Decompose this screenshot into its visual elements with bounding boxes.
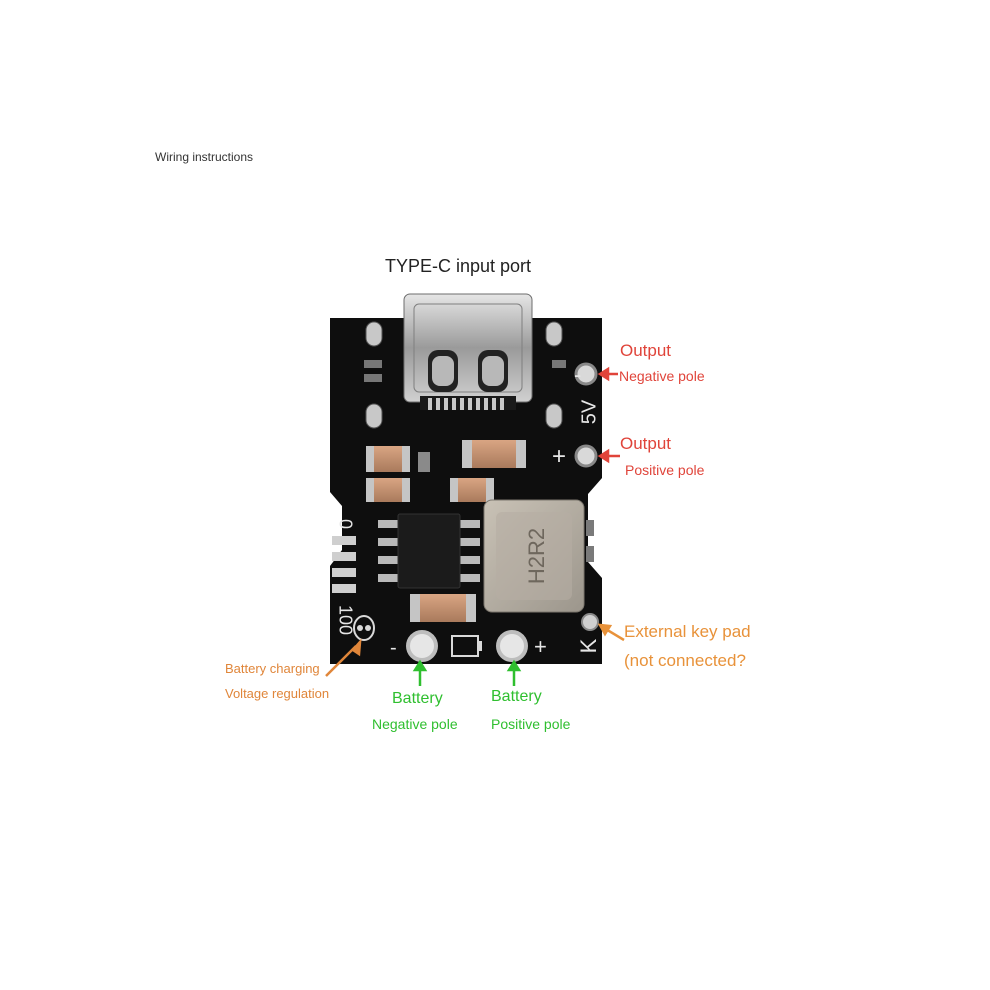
capacitor bbox=[450, 478, 494, 502]
capacitor bbox=[366, 446, 410, 472]
output-negative-subtitle: Negative pole bbox=[619, 368, 705, 384]
usb-c-connector bbox=[403, 293, 533, 410]
charging-regulation-arrow bbox=[325, 638, 362, 677]
battery-negative-subtitle: Negative pole bbox=[372, 716, 458, 732]
battery-negative-title: Battery bbox=[392, 690, 443, 707]
page-title: Wiring instructions bbox=[155, 150, 254, 164]
capacitor bbox=[366, 478, 410, 502]
external-key-line1: External key pad bbox=[624, 622, 751, 641]
type-c-label: TYPE-C input port bbox=[385, 256, 532, 276]
output-negative-title: Output bbox=[620, 341, 672, 360]
battery-positive-pad bbox=[496, 630, 528, 662]
output-positive-pad bbox=[574, 444, 598, 468]
silk-k: K bbox=[576, 638, 601, 653]
silk-zero: 0 bbox=[335, 519, 355, 529]
capacitor bbox=[410, 594, 476, 622]
output-positive-title: Output bbox=[620, 434, 672, 453]
silk-plus-top: + bbox=[552, 443, 566, 470]
smd-resistor bbox=[586, 520, 594, 562]
battery-positive-subtitle: Positive pole bbox=[491, 716, 571, 732]
smd-resistors-top-left bbox=[364, 360, 566, 382]
capacitor bbox=[462, 440, 526, 468]
battery-negative-pad bbox=[406, 630, 438, 662]
smd-resistor bbox=[418, 452, 430, 472]
charging-regulation-pad bbox=[353, 615, 375, 641]
battery-positive-arrow bbox=[506, 659, 522, 686]
ic-chip bbox=[378, 513, 480, 589]
silk-plus-bottom: + bbox=[534, 634, 547, 659]
mounting-slots bbox=[365, 321, 563, 429]
external-key-pad bbox=[581, 613, 599, 631]
output-positive-subtitle: Positive pole bbox=[625, 462, 705, 478]
led-indicators bbox=[332, 536, 356, 593]
silk-100: 100 bbox=[335, 605, 355, 635]
external-key-arrow bbox=[597, 623, 625, 642]
silk-minus-bottom: - bbox=[390, 637, 397, 659]
battery-charging-line1: Battery charging bbox=[225, 661, 320, 676]
inductor-marking: H2R2 bbox=[524, 528, 549, 584]
battery-negative-arrow bbox=[412, 659, 428, 686]
battery-positive-title: Battery bbox=[491, 688, 542, 705]
external-key-line2: (not connected? bbox=[624, 651, 746, 670]
battery-icon bbox=[451, 635, 482, 657]
output-negative-arrow bbox=[597, 366, 618, 382]
output-positive-arrow bbox=[597, 448, 620, 464]
silk-minus-top: - bbox=[574, 362, 581, 387]
output-negative-pad bbox=[574, 362, 598, 386]
silk-5v: 5V bbox=[578, 399, 600, 424]
battery-charging-line2: Voltage regulation bbox=[225, 686, 330, 701]
inductor bbox=[483, 499, 585, 613]
